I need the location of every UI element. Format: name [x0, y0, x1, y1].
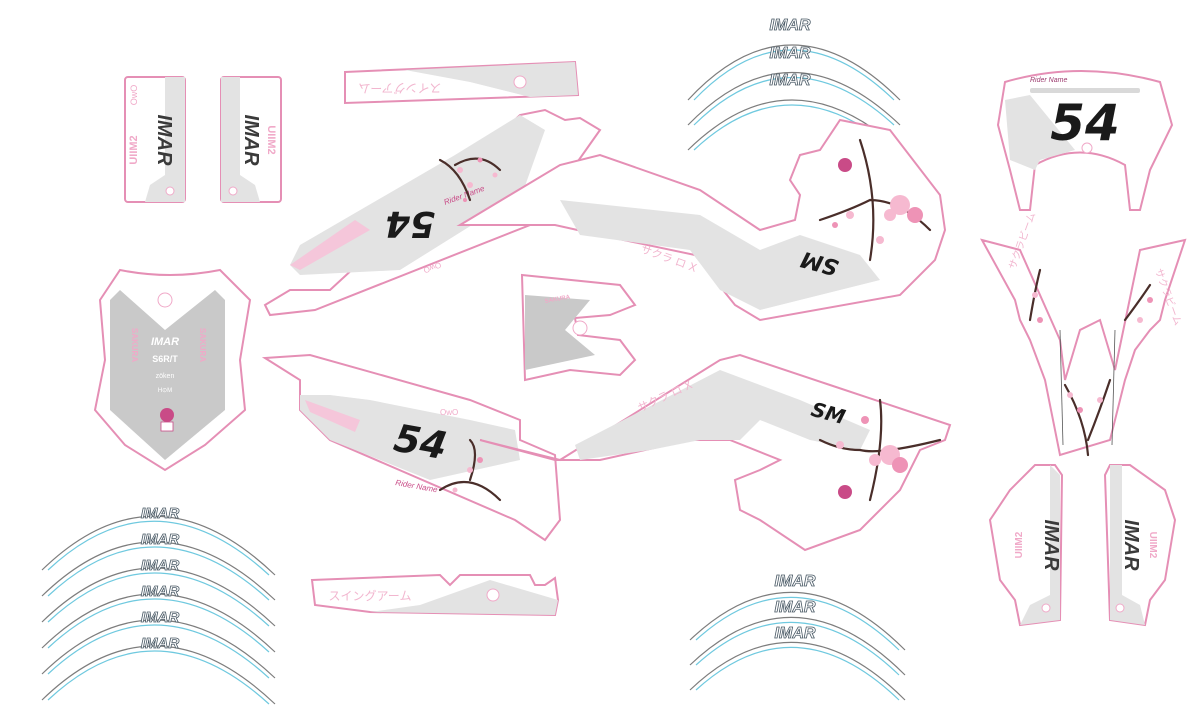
- fork-guard-sub: UIIM2: [128, 135, 140, 164]
- side-panel-upper: 54 Rider Name OwO: [263, 108, 602, 317]
- front-number-plate: IMAR S6R/T zöken H⊙M SAKURA SAKURA: [93, 268, 252, 472]
- side-panel-lower: 54 Rider Name OwO: [261, 353, 562, 542]
- sakura-icon: [1115, 603, 1125, 613]
- rim-label: IMAR: [770, 72, 811, 89]
- sakura-icon: [165, 186, 175, 196]
- swingarm-kana: スイングアーム: [329, 589, 412, 603]
- swingarm-sticker-top: スイングアーム: [344, 60, 580, 105]
- headlight-signature: Rider Name: [1030, 77, 1067, 84]
- fork-guard-brand: IMAR: [1120, 519, 1142, 571]
- airbox-text: SAKURA: [544, 294, 571, 304]
- rim-label: IMAR: [775, 625, 816, 642]
- rim-label: IMAR: [141, 635, 179, 652]
- plate-logo-hom: H⊙M: [158, 388, 172, 394]
- fork-guard-lower-right: IMAR UIIM2: [1103, 464, 1177, 627]
- rim-label: IMAR: [141, 583, 179, 600]
- sakura-icon: [513, 75, 527, 89]
- fork-guard-tag: OwO: [129, 85, 139, 106]
- cherry-branch: [438, 438, 502, 502]
- rim-stripes-bottom-left: IMAR IMAR IMAR IMAR IMAR IMAR: [41, 505, 276, 705]
- plate-logo-s6rt: S6R/T: [152, 354, 178, 364]
- shroud-upper: SM サクラ ロ X: [456, 118, 947, 322]
- sakura-icon: [1041, 603, 1051, 613]
- fork-guard-sub: UIIM2: [265, 125, 277, 154]
- fork-guard-sub: UIIM2: [1147, 532, 1158, 559]
- fork-guard-sub: UIIM2: [1014, 531, 1025, 558]
- sakura-icon: [486, 588, 500, 602]
- fork-guard-top-left: IMAR UIIM2 OwO: [124, 76, 186, 203]
- sakura-icon: [228, 186, 238, 196]
- fork-guard-top-right: IMAR UIIM2: [220, 76, 282, 203]
- anime-character-icon: [838, 485, 852, 499]
- sakura-icon: [1081, 142, 1093, 154]
- plate-logo-imar: IMAR: [151, 336, 179, 348]
- fork-guard-brand: IMAR: [240, 114, 262, 166]
- fork-guard-brand: IMAR: [1040, 519, 1062, 571]
- fork-guard-lower-left: IMAR UIIM2: [988, 464, 1064, 627]
- swingarm-sticker-bottom: スイングアーム: [310, 573, 560, 617]
- side-panel-tag: OwO: [440, 408, 458, 417]
- rim-label: IMAR: [775, 599, 816, 616]
- rim-label: IMAR: [770, 45, 811, 62]
- sakura-icon: [157, 292, 173, 308]
- sakura-icon: [572, 320, 588, 336]
- fork-guard-brand: IMAR: [153, 114, 175, 166]
- headlight-number: 54: [1050, 94, 1120, 152]
- shroud-lower: SM サクラ ロ X: [479, 353, 952, 552]
- headlight-plate: 54 Rider Name: [996, 70, 1174, 211]
- cherry-branch: [1028, 268, 1152, 457]
- rim-label: IMAR: [775, 573, 816, 590]
- rim-label: IMAR: [770, 17, 811, 34]
- plate-side-text: SAKURA: [198, 328, 207, 362]
- swingarm-kana: スイングアーム: [359, 81, 442, 95]
- plate-side-text: SAKURA: [130, 328, 139, 362]
- side-panel-number: 54: [391, 416, 451, 469]
- anime-character-icon: [838, 158, 852, 172]
- side-panel-number: 54: [385, 203, 435, 244]
- rim-label: IMAR: [141, 531, 179, 548]
- anime-character-icon: [160, 408, 174, 422]
- plate-logo-zoken: zöken: [156, 373, 175, 380]
- rim-label: IMAR: [141, 609, 179, 626]
- rim-label: IMAR: [141, 557, 179, 574]
- airbox-sticker: SAKURA: [520, 273, 637, 382]
- rim-stripes-bottom-right: IMAR IMAR IMAR: [689, 573, 906, 701]
- rim-label: IMAR: [141, 505, 179, 522]
- front-fender-v-sticker: サクラビーム サクラビーム: [980, 211, 1187, 457]
